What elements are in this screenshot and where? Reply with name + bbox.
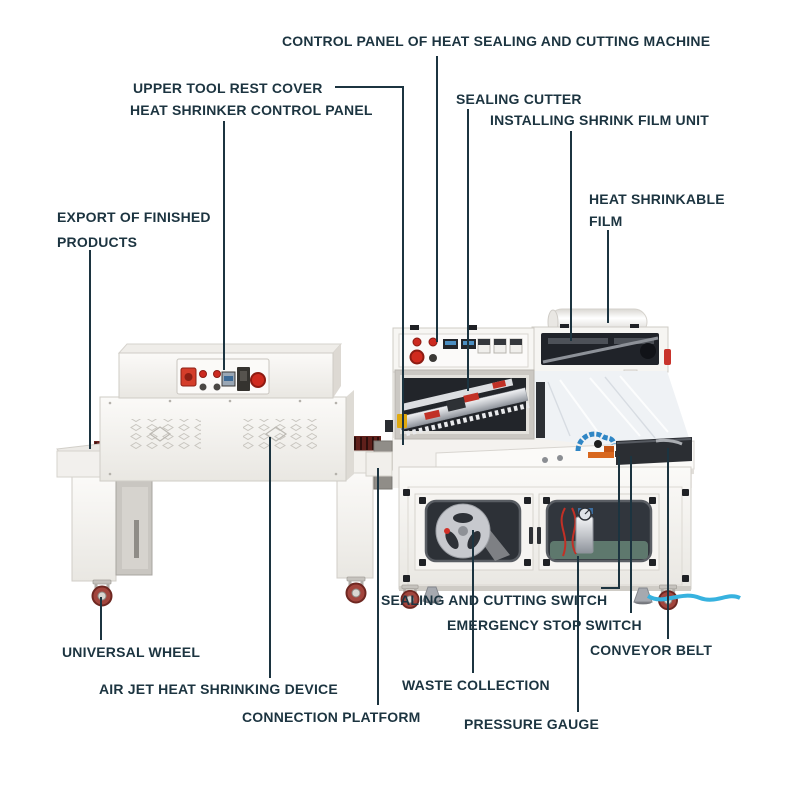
heat-shrink-tunnel-machine — [56, 343, 386, 607]
conveyor-belt-part — [616, 437, 692, 465]
label-connection-platform: CONNECTION PLATFORM — [242, 709, 421, 725]
leader-upper-tool-rest-cover — [335, 86, 404, 445]
sealing-cutting-machine — [365, 308, 741, 611]
label-pressure-gauge: PRESSURE GAUGE — [464, 716, 600, 732]
tunnel-emergency-stop — [250, 372, 266, 388]
label-conveyor-belt: CONVEYOR BELT — [590, 642, 713, 658]
draped-shrink-film — [534, 371, 690, 447]
film-unit-handle — [664, 349, 671, 365]
tunnel-left-leg — [71, 476, 153, 582]
sealer-control-panel — [392, 325, 535, 373]
tunnel-right-leg — [336, 469, 374, 579]
air-vent-left — [127, 419, 201, 449]
leader-sealing-and-cutting-switch — [601, 456, 620, 589]
sealer-cabinet — [398, 466, 692, 591]
coolant-hose — [575, 431, 617, 452]
label-air-jet-heat-shrinking-device: AIR JET HEAT SHRINKING DEVICE — [99, 681, 338, 697]
tunnel-top-box — [117, 343, 343, 399]
air-vent-right — [243, 419, 317, 449]
door-handle-left — [529, 527, 533, 544]
tunnel-right-caster — [345, 575, 367, 604]
air-jet-heat-shrinking-device — [99, 390, 354, 482]
sealing-cutter-bay — [385, 369, 535, 440]
shrink-film-unit — [531, 324, 671, 373]
sealer-counters — [477, 338, 523, 354]
film-guide-post — [536, 382, 545, 438]
label-export-of-finished-products: EXPORT OF FINISHED PRODUCTS — [57, 209, 211, 250]
pressure-gauge-unit — [575, 507, 594, 554]
sealing-cutter-arm — [398, 378, 530, 437]
label-heat-shrinker-control-panel: HEAT SHRINKER CONTROL PANEL — [130, 102, 373, 118]
label-sealing-cutter: SEALING CUTTER — [456, 91, 582, 107]
pressure-gauge-door — [538, 493, 660, 571]
label-upper-tool-rest-cover: UPPER TOOL REST COVER — [133, 80, 323, 96]
label-emergency-stop-switch: EMERGENCY STOP SWITCH — [447, 617, 642, 633]
label-heat-shrinkable-film: HEAT SHRINKABLE FILM — [589, 191, 725, 229]
blue-air-hose — [646, 593, 741, 602]
waste-collection-wheel — [435, 503, 491, 559]
orange-fitting — [588, 452, 614, 458]
door-handle-right — [537, 527, 541, 544]
label-universal-wheel: UNIVERSAL WHEEL — [62, 644, 201, 660]
sealer-emergency-stop-button — [409, 349, 425, 365]
leader-lines — [89, 56, 669, 712]
label-control-panel-sealing: CONTROL PANEL OF HEAT SEALING AND CUTTIN… — [282, 33, 711, 49]
label-installing-shrink-film-unit: INSTALLING SHRINK FILM UNIT — [490, 112, 710, 128]
label-sealing-and-cutting-switch: SEALING AND CUTTING SWITCH — [381, 592, 608, 608]
label-waste-collection: WASTE COLLECTION — [402, 677, 550, 693]
